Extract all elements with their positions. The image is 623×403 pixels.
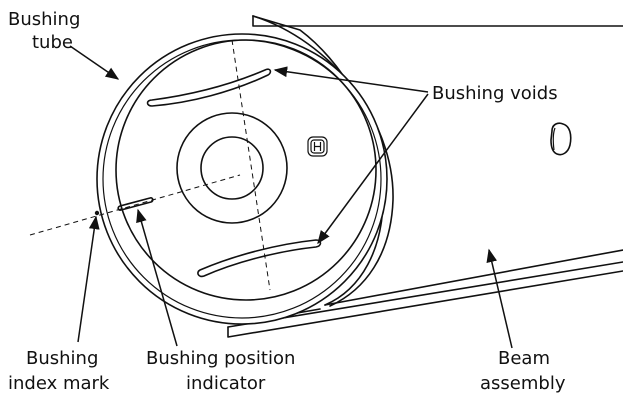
beam-top-edge — [252, 15, 623, 27]
h-logo-icon — [307, 136, 328, 157]
bushing-position-indicator-label-line1: Bushing position — [146, 348, 295, 369]
bushing-bore — [200, 136, 264, 200]
beam-assembly — [227, 15, 623, 338]
upper-bushing-void — [146, 68, 272, 107]
bushing-tube-label-line2: tube — [32, 32, 73, 53]
callout-labels: Bushing tube Bushing voids Bushing index… — [8, 9, 566, 394]
beam-assembly-label-line2: assembly — [480, 373, 566, 394]
bushing-tube-leader — [69, 45, 120, 80]
bushing-tube — [96, 33, 388, 325]
beam-inner-curve — [252, 15, 394, 307]
bushing-index-mark-label-line2: index mark — [8, 373, 110, 394]
bushing-center — [176, 112, 288, 224]
center-lines — [29, 39, 271, 291]
beam-lower-edge — [324, 249, 623, 306]
bushing-position-indicator-label-line2: indicator — [186, 373, 266, 394]
horizontal-centerline — [29, 174, 241, 236]
bushing-voids-leader-lower — [317, 93, 429, 245]
bushing-tube-label-line1: Bushing — [8, 9, 80, 30]
bushing-voids-label: Bushing voids — [432, 83, 558, 104]
beam-assembly-label-line1: Beam — [498, 348, 550, 369]
beam-assembly-leader — [486, 248, 513, 349]
bushing-rubber-circle — [115, 39, 377, 301]
beam-bottom-lip — [227, 270, 623, 338]
lower-bushing-void — [197, 239, 322, 278]
bushing-position-indicator-leader — [136, 208, 178, 347]
beam-bottom-edge — [227, 261, 623, 328]
vertical-centerline — [231, 39, 271, 291]
bushing-index-mark-leader — [77, 215, 100, 343]
bushing-position-indicator-slot — [117, 197, 154, 211]
bushing-tube-outer-circle — [96, 33, 388, 325]
bushing-voids — [146, 68, 322, 278]
beam-hole-inner-edge — [552, 127, 556, 151]
bushing-voids-leader-upper — [273, 66, 429, 93]
beam-mounting-hole — [550, 122, 572, 156]
bushing-index-mark-dot — [94, 210, 100, 216]
leader-lines — [69, 45, 513, 349]
bushing-sleeve-outer — [176, 112, 288, 224]
bushing-index-mark-label-line1: Bushing — [26, 348, 98, 369]
